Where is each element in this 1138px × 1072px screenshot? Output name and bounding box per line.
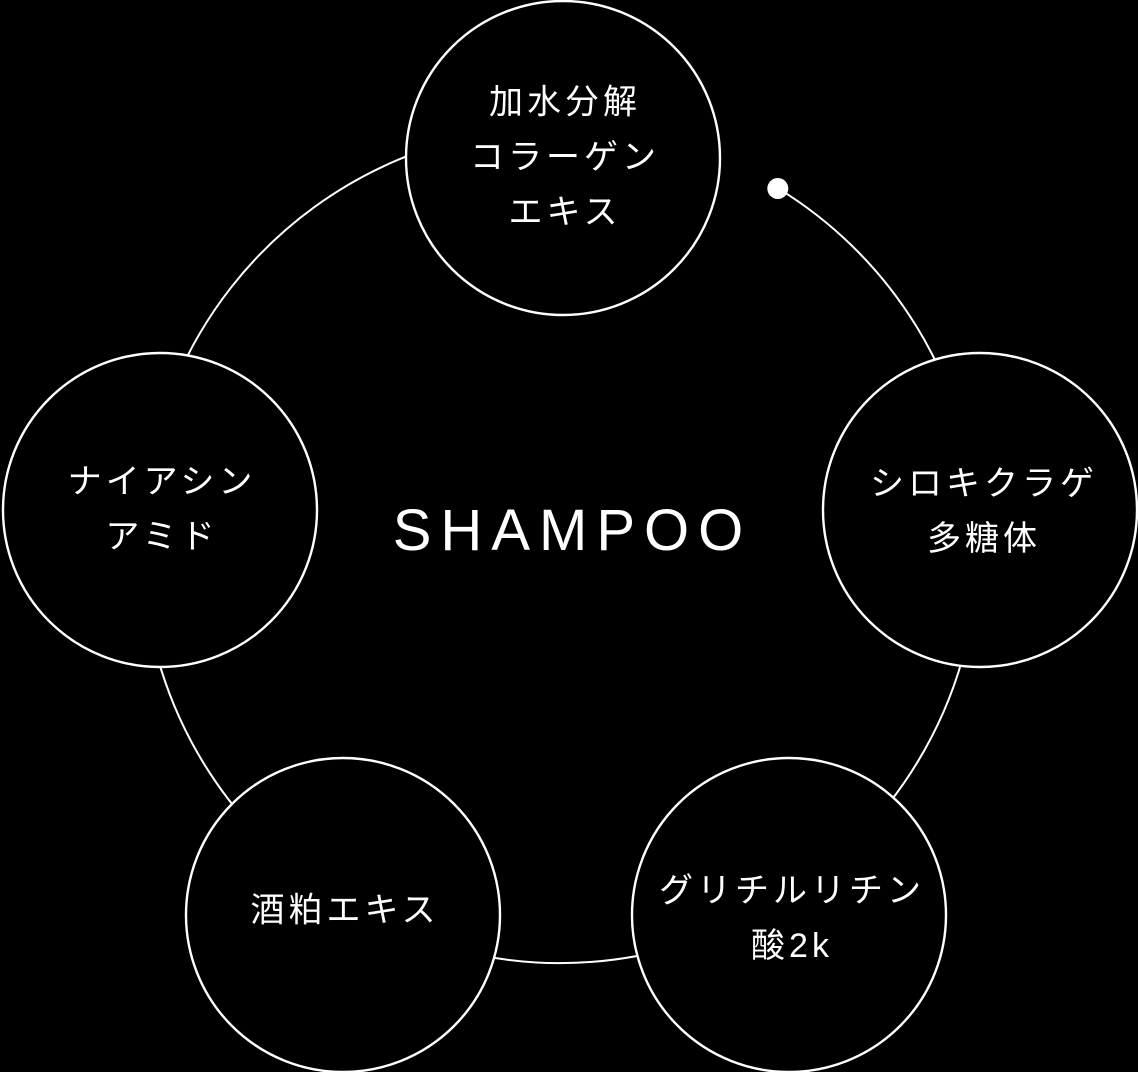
ingredient-label-right: シロキクラゲ 多糖体	[866, 457, 1098, 567]
ingredient-label-line: 多糖体	[927, 520, 1041, 558]
ingredient-label-line: コラーゲン	[470, 138, 660, 177]
ingredient-label-line: 加水分解	[489, 83, 641, 122]
ingredient-circle-right	[821, 351, 1138, 669]
ingredient-label-line: 酒粕エキス	[250, 891, 440, 930]
ingredient-circle-bottom-right	[630, 756, 948, 1072]
ingredient-label-line: ナイアシン	[67, 463, 257, 501]
ring-accent-dot	[767, 178, 789, 199]
ingredient-label-bottom-left: 酒粕エキス	[247, 884, 440, 939]
ingredient-label-left: ナイアシン アミド	[64, 455, 257, 565]
ingredient-circle-bottom-left	[184, 756, 502, 1072]
ingredient-circle-top	[404, 0, 722, 317]
ingredient-label-line: アミド	[105, 518, 219, 556]
ingredient-label-line: グリチルリチン	[659, 872, 925, 910]
ingredient-label-line: 酸2k	[751, 927, 833, 965]
diagram-center-label: SHAMPOO	[392, 498, 753, 563]
ingredient-label-line: エキス	[508, 193, 622, 232]
ingredient-label-bottom-right: グリチルリチン 酸2k	[655, 864, 925, 974]
ingredient-circle-left	[1, 351, 319, 669]
ingredient-label-line: シロキクラゲ	[870, 465, 1098, 503]
ingredient-label-top: 加水分解 コラーゲン エキス	[466, 76, 660, 241]
